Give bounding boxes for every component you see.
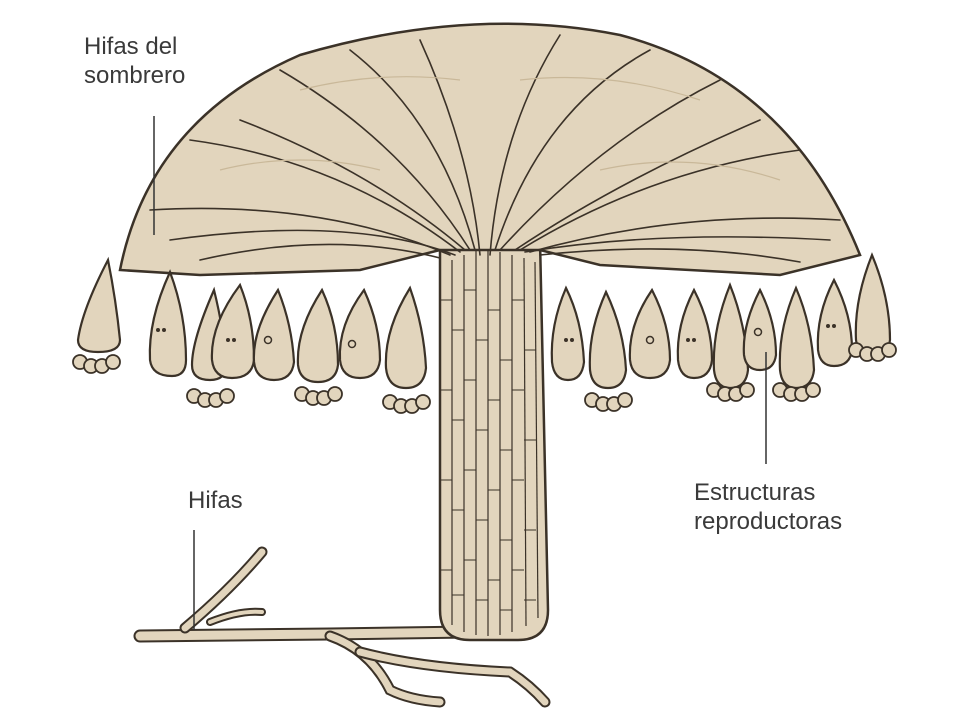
label-hyphae-text: Hifas bbox=[188, 487, 243, 514]
label-cap-hyphae-line2: sombrero bbox=[84, 62, 186, 89]
label-reproductive-structures: Estructuras reproductoras bbox=[694, 478, 842, 536]
label-reproductive-line1: Estructuras bbox=[694, 479, 816, 506]
label-hyphae: Hifas bbox=[188, 486, 243, 515]
nuclei bbox=[156, 324, 836, 342]
label-cap-hyphae-line1: Hifas del bbox=[84, 33, 178, 60]
stem bbox=[438, 238, 550, 642]
label-reproductive-line2: reproductoras bbox=[694, 508, 843, 535]
basidia bbox=[76, 252, 892, 390]
label-cap-hyphae: Hifas del sombrero bbox=[84, 32, 185, 90]
nuclei-rings bbox=[263, 327, 763, 349]
cap bbox=[118, 22, 862, 277]
leader-lines bbox=[153, 116, 767, 630]
